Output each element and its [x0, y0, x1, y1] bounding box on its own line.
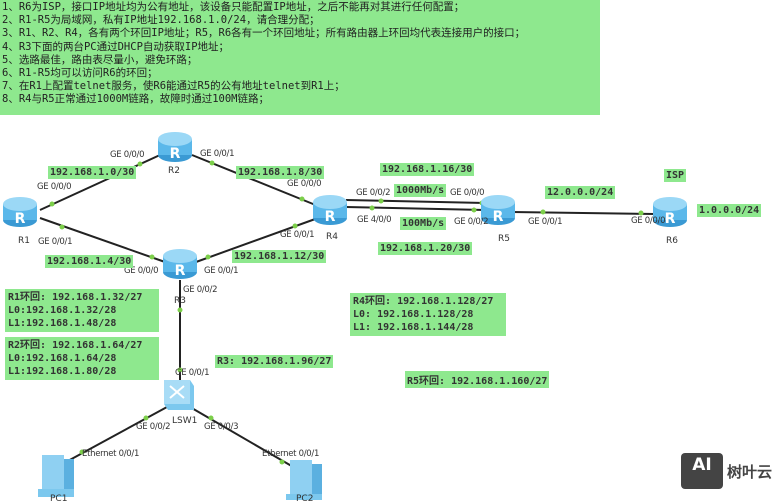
svg-text:R: R [493, 209, 504, 225]
port-label: GE 0/0/2 [356, 188, 391, 198]
port-label: GE 0/0/2 [183, 285, 218, 295]
port-label: GE 0/0/0 [631, 216, 666, 226]
r4-loopback-box: R4环回: 192.168.1.128/27 L0: 192.168.1.128… [350, 293, 506, 336]
device-label-r4: R4 [326, 232, 338, 242]
requirements-panel: 1、R6为ISP，接口IP地址均为公有地址，该设备只能配置IP地址，之后不能再对… [0, 0, 600, 115]
port-label: GE 0/0/1 [200, 149, 235, 159]
requirement: 1、R6为ISP，接口IP地址均为公有地址，该设备只能配置IP地址，之后不能再对… [2, 1, 465, 13]
link-r5-r6 [511, 211, 656, 215]
subnet-label: 192.168.1.20/30 [378, 242, 473, 255]
requirement: 3、R1、R2、R4，各有两个环回IP地址；R5，R6各有一个环回地址；所有路由… [2, 27, 526, 40]
svg-text:R: R [15, 211, 26, 227]
subnet-label: 12.0.0.0/24 [545, 186, 616, 199]
port-label: GE 0/0/0 [124, 266, 159, 276]
loopback-line: R1环回: 192.168.1.32/27 [8, 292, 143, 303]
device-label-r3: R3 [174, 296, 186, 306]
watermark: AI 树叶云 [681, 453, 772, 489]
loopback-line: L0:192.168.1.64/28 [8, 353, 117, 364]
r5-loopback-label: R5环回: 192.168.1.160/27 [405, 371, 550, 388]
port-label: GE 0/0/0 [37, 182, 72, 192]
device-label-r6: R6 [666, 236, 678, 246]
port-label: GE 4/0/0 [357, 215, 392, 225]
r1-loopback-box: R1环回: 192.168.1.32/27 L0:192.168.1.32/28… [5, 289, 159, 332]
loopback-line: R2环回: 192.168.1.64/27 [8, 340, 143, 351]
link-speed-label: 100Mb/s [400, 217, 447, 230]
r2-loopback-box: R2环回: 192.168.1.64/27 L0:192.168.1.64/28… [5, 337, 159, 380]
port-label: GE 0/0/0 [110, 150, 145, 160]
device-label-r2: R2 [168, 166, 180, 176]
svg-text:R: R [175, 263, 186, 279]
link-r4-r5-100m [345, 206, 486, 211]
subnet-label: 192.168.1.8/30 [236, 166, 325, 179]
port-label: GE 0/0/0 [287, 179, 322, 189]
subnet-label: 192.168.1.12/30 [232, 250, 327, 263]
router-icons: R R R R R R [3, 132, 687, 279]
requirement: 6、R1-R5均可以访问R6的环回； [2, 67, 158, 80]
requirement: 4、R3下面的两台PC通过DHCP自动获取IP地址； [2, 40, 230, 53]
port-label: GE 0/0/1 [280, 230, 315, 240]
watermark-text: 树叶云 [727, 462, 773, 481]
switch-icon [164, 380, 194, 410]
link-r3-r4 [195, 217, 319, 263]
port-label: GE 0/0/2 [136, 422, 171, 432]
port-label: GE 0/0/0 [450, 188, 485, 198]
device-label-r1: R1 [18, 236, 30, 246]
requirement: 8、R4与R5正常通过1000M链路，故障时通过100M链路； [2, 93, 270, 106]
loopback-line: L1:192.168.1.48/28 [8, 318, 117, 329]
port-label: GE 0/0/1 [38, 237, 73, 247]
loopback-line: L0:192.168.1.32/28 [8, 305, 117, 316]
subnet-label: 192.168.1.4/30 [45, 255, 134, 268]
pc-icon [286, 460, 322, 500]
requirement: 5、选路最佳，路由表尽量小，避免环路； [2, 53, 198, 66]
port-label: Ethernet 0/0/1 [82, 449, 140, 459]
subnet-label: 192.168.1.0/30 [48, 166, 137, 179]
isp-label: ISP [664, 169, 687, 182]
requirement: 7、在R1上配置telnet服务，使R6能通过R5的公有地址telnet到R1上… [2, 80, 345, 93]
watermark-logo: AI [681, 453, 723, 489]
port-label: GE 0/0/1 [175, 368, 210, 378]
svg-text:R: R [170, 146, 181, 162]
port-label: GE 0/0/3 [204, 422, 239, 432]
loopback-line: L1: 192.168.1.144/28 [353, 322, 474, 333]
subnet-label: 1.0.0.0/24 [697, 204, 762, 217]
port-label: Ethernet 0/0/1 [262, 449, 320, 459]
svg-text:R: R [665, 211, 676, 227]
loopback-line: R4环回: 192.168.1.128/27 [353, 296, 494, 307]
requirement: 2、R1-R5为局域网，私有IP地址192.168.1.0/24，请合理分配； [2, 14, 320, 27]
subnet-label: R3: 192.168.1.96/27 [215, 355, 334, 368]
device-label-sw1: LSW1 [172, 416, 198, 426]
link-speed-label: 1000Mb/s [394, 184, 447, 197]
pc-icon [38, 455, 74, 497]
port-label: GE 0/0/1 [528, 217, 563, 227]
port-label: GE 0/0/1 [204, 266, 239, 276]
link-sw1-pc2 [189, 406, 296, 469]
loopback-line: L0: 192.168.1.128/28 [353, 309, 474, 320]
link-r4-r5-1000m [345, 199, 486, 204]
svg-text:R: R [325, 209, 336, 225]
loopback-line: L1:192.168.1.80/28 [8, 366, 117, 377]
device-label-pc2: PC2 [296, 494, 314, 504]
device-label-pc1: PC1 [50, 494, 68, 504]
port-label: GE 0/0/2 [454, 217, 489, 227]
subnet-label: 192.168.1.16/30 [380, 163, 475, 176]
device-label-r5: R5 [498, 234, 510, 244]
